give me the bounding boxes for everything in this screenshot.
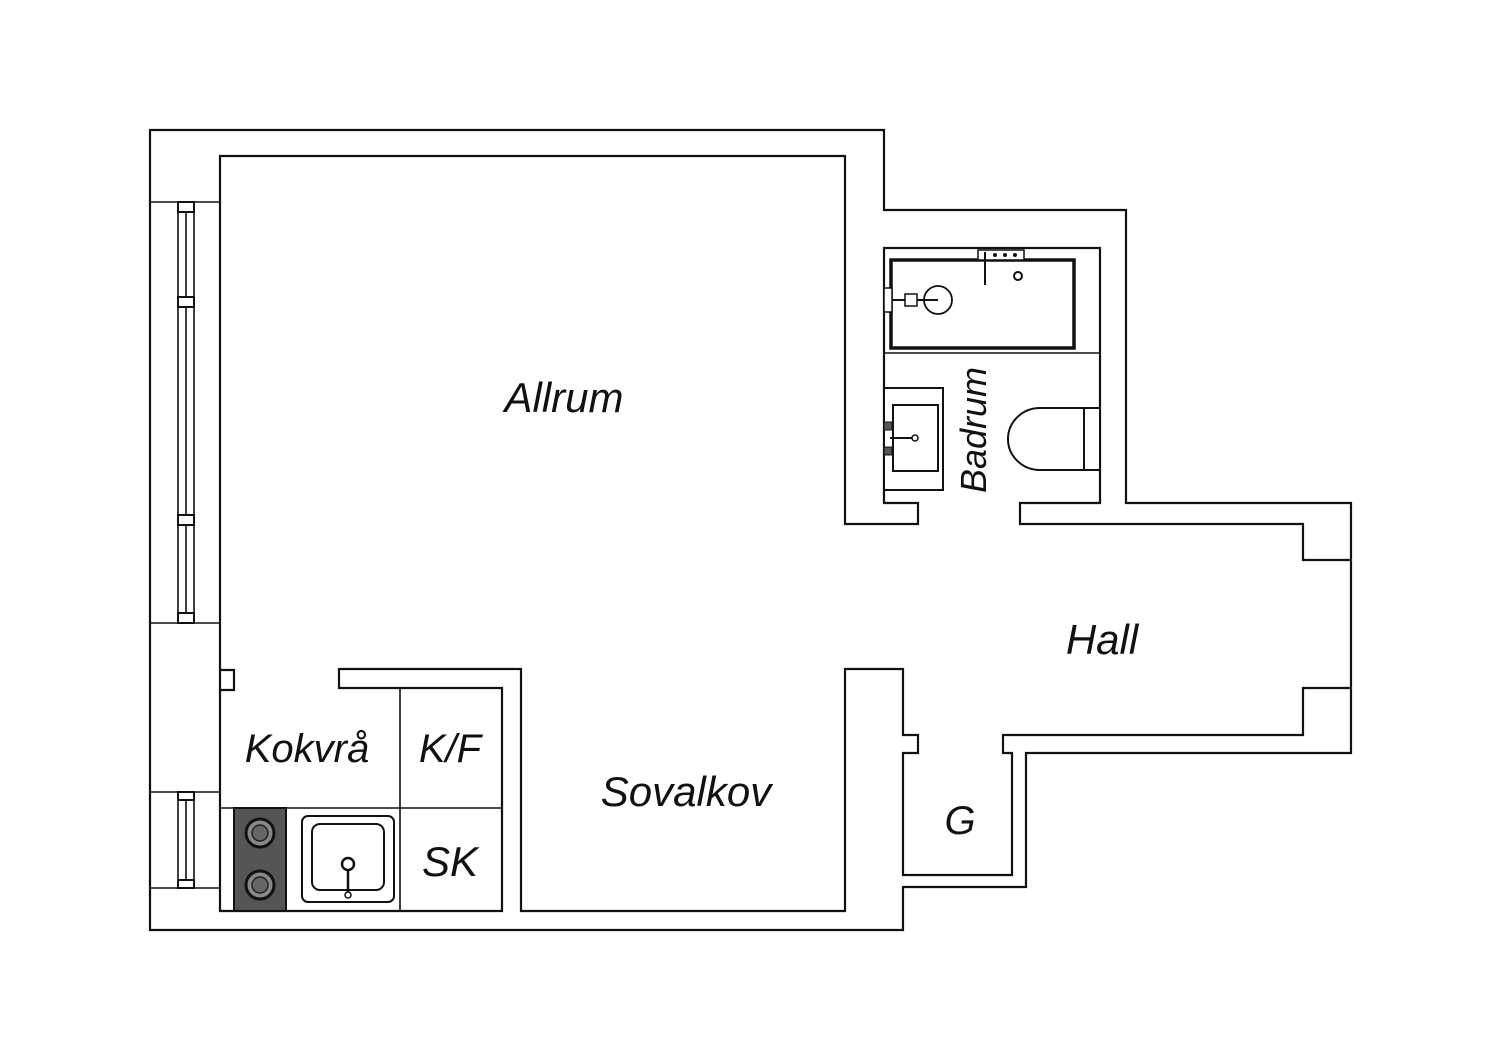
room-label-allrum: Allrum [501,374,623,421]
room-label-sovalkov: Sovalkov [601,768,774,815]
room-label-kf: K/F [419,727,484,771]
room-label-sk: SK [422,838,480,885]
room-label-g: G [944,799,975,843]
room-label-badrum: Badrum [953,367,994,493]
window-left-lower [150,791,220,889]
toilet-icon [1007,407,1101,471]
inner-wall-allrum [218,154,1351,690]
kitchen-sink-icon [301,815,395,903]
room-label-hall: Hall [1066,616,1140,663]
room-label-kokvra: Kokvrå [245,727,370,771]
window-left-upper [150,201,220,624]
outer-wall [148,128,1353,932]
stove-icon [233,807,287,912]
washbasin-icon [883,387,944,491]
bathtub-icon [883,249,1100,354]
